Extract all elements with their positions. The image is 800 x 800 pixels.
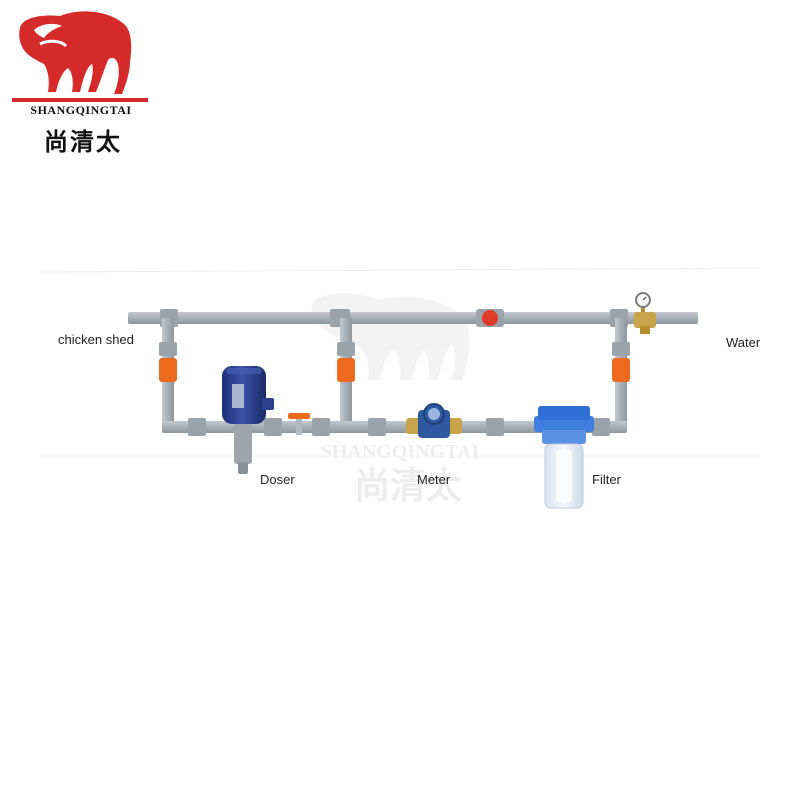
left-riser-valve <box>159 358 177 382</box>
bottom-pipe-fitting <box>486 418 504 436</box>
logo-brand-text: SHANGQINGTAI <box>30 103 132 117</box>
water-meter-icon <box>406 403 462 438</box>
riser-fitting <box>337 342 355 356</box>
doser-icon <box>222 366 274 474</box>
right-riser-valve <box>612 358 630 382</box>
watermark-horse-icon <box>311 293 470 380</box>
watermark-brand-text: SHANGQINGTAI <box>321 441 480 463</box>
top-main-pipe <box>128 312 698 324</box>
pressure-regulator-icon <box>634 312 656 334</box>
meter-label: Meter <box>417 472 451 487</box>
doser-label: Doser <box>260 472 295 487</box>
bottom-pipe-fitting <box>368 418 386 436</box>
riser-fitting <box>612 342 630 356</box>
top-ball-valve <box>476 309 504 327</box>
pressure-gauge-icon <box>635 292 651 314</box>
middle-riser-valve <box>337 358 355 382</box>
filter-label: Filter <box>592 472 621 487</box>
logo-horse-icon <box>19 11 132 94</box>
bottom-pipe-fitting <box>188 418 206 436</box>
logo-rule <box>12 98 148 102</box>
bypass-ball-valve <box>288 413 310 435</box>
riser-fitting <box>159 342 177 356</box>
water-label: Water <box>726 335 761 350</box>
watermark-brand-cn-text: 尚清太 <box>354 466 462 507</box>
logo-brand-cn-text: 尚清太 <box>44 128 122 156</box>
bottom-pipe-fitting <box>312 418 330 436</box>
chicken-shed-label: chicken shed <box>58 332 134 347</box>
bottom-pipe-fitting <box>264 418 282 436</box>
guide-line-top <box>39 267 761 273</box>
bottom-pipe-fitting <box>592 418 610 436</box>
filter-icon <box>534 406 594 509</box>
